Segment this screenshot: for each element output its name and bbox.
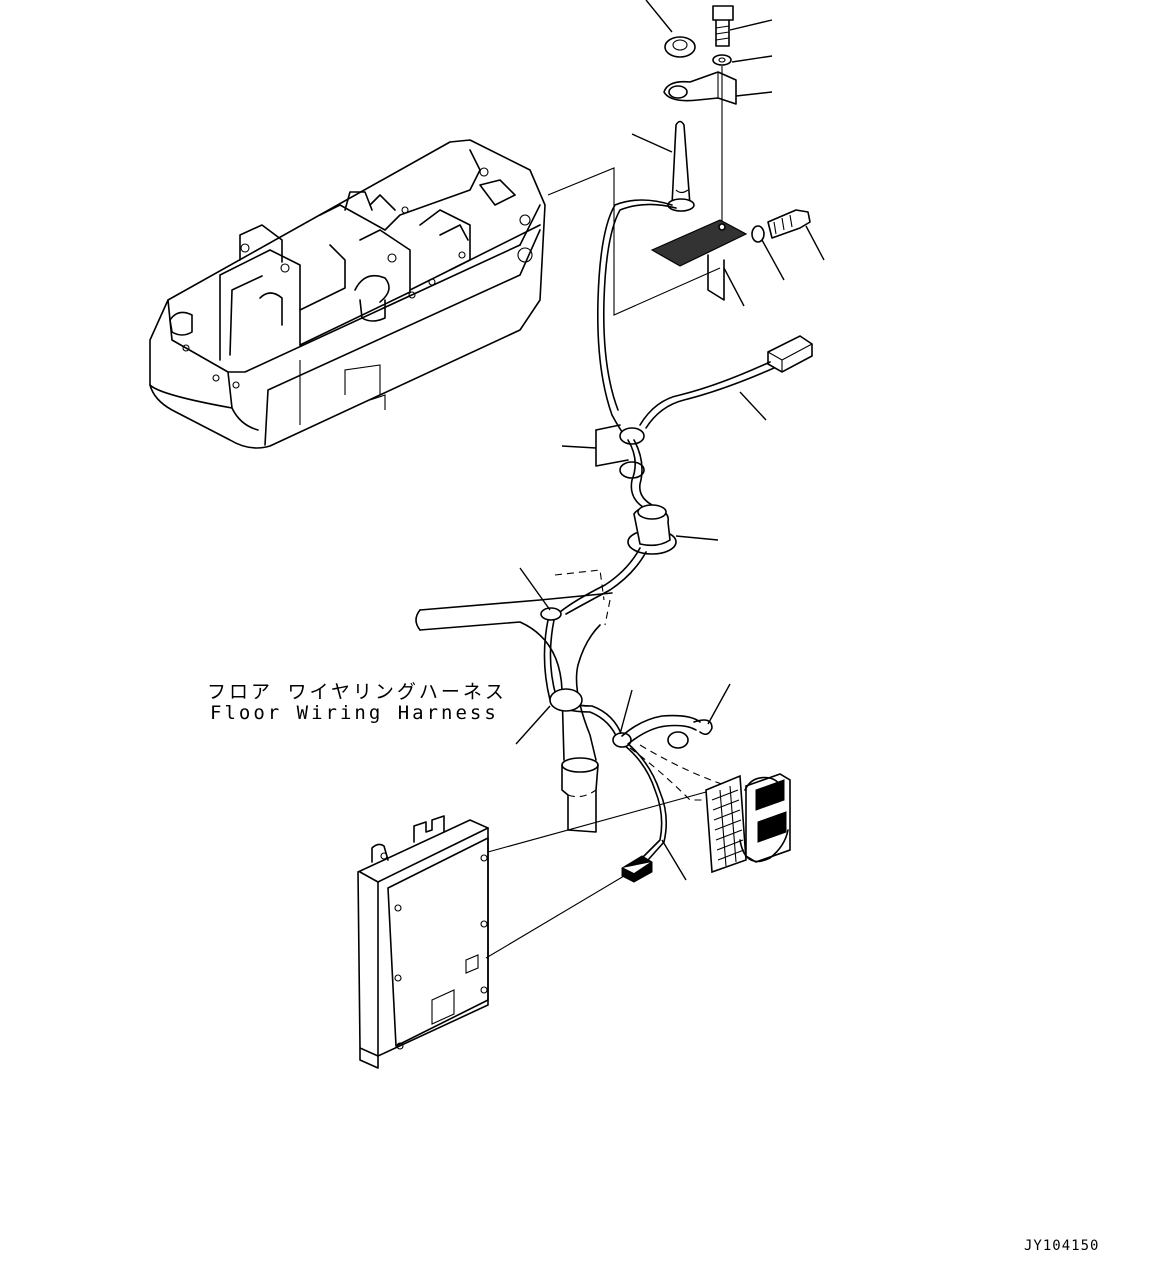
grommet: [627, 504, 677, 555]
reference-frame-lines: [547, 167, 721, 316]
drawing-number: JY104150: [1024, 1238, 1100, 1254]
fuse-block: [705, 773, 791, 874]
callout-leaders: [515, 0, 825, 881]
antenna-base-plate: [650, 219, 748, 267]
cable-lower: [559, 547, 641, 613]
washer-top: [712, 54, 732, 66]
floor-frame: [149, 139, 546, 449]
cable-to-grommet: [627, 439, 649, 511]
cap-connector: [667, 731, 689, 749]
gps-module: [639, 335, 813, 429]
washer-side: [751, 225, 765, 243]
antenna-mount-hardware: [650, 5, 811, 301]
harness-label-japanese: フロア ワイヤリングハーネス: [207, 681, 507, 703]
clamp-bracket: [595, 424, 645, 479]
antenna: [671, 120, 691, 211]
nut: [664, 36, 696, 58]
bolt-side: [767, 209, 811, 239]
reference-line-controller: [487, 791, 707, 853]
bolt-top: [712, 5, 734, 47]
bracket-top: [663, 71, 737, 105]
antenna-cable: [596, 199, 677, 441]
small-connector: [621, 855, 653, 883]
controller-unit: [357, 815, 489, 1069]
harness-label-english: Floor Wiring Harness: [210, 702, 499, 724]
